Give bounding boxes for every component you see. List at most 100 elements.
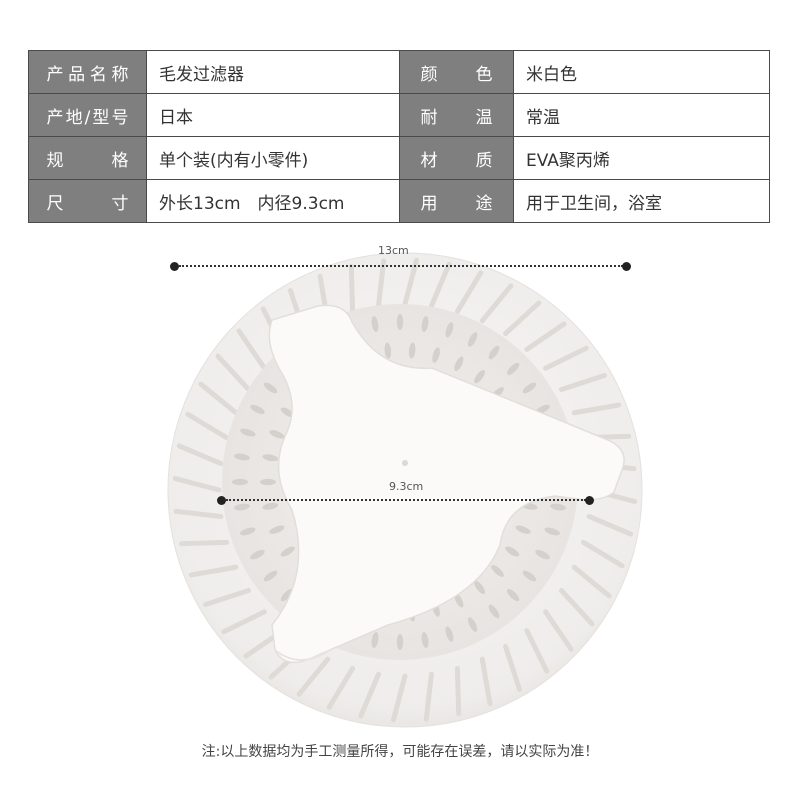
drain-hole <box>474 369 486 384</box>
ridge <box>215 353 252 392</box>
drain-hole <box>454 592 464 608</box>
drain-hole <box>522 570 537 582</box>
drain-hole <box>468 617 478 632</box>
drain-hole <box>474 580 486 595</box>
spec-row: 产品名称 毛发过滤器 颜色 米白色 <box>28 50 770 94</box>
drain-hole <box>396 634 404 650</box>
ridge <box>524 628 550 674</box>
ridge <box>454 665 462 717</box>
spec-label: 材质 <box>399 136 514 180</box>
drain-hole <box>371 316 379 332</box>
ridge <box>586 513 634 537</box>
cap-center-pin <box>402 460 408 466</box>
ridge <box>543 609 574 652</box>
ridge <box>571 564 612 599</box>
drain-hole <box>505 546 520 557</box>
drain-hole <box>488 345 500 360</box>
drain-hole <box>240 527 256 536</box>
spec-row: 规格 单个装(内有小零件) 材质 EVA聚丙烯 <box>28 136 770 180</box>
drain-hole <box>507 589 520 602</box>
spec-value: 日本 <box>146 93 400 137</box>
drain-hole <box>544 527 560 536</box>
disclaimer-note: 注:以上数据均为手工测量所得，可能存在误差，请以实际为准！ <box>201 744 599 760</box>
ridge <box>221 609 267 635</box>
filter-cap-shadow <box>274 649 331 661</box>
drain-hole <box>515 525 531 534</box>
drain-hole <box>269 525 285 534</box>
ridge <box>454 270 484 315</box>
ridge <box>479 656 493 707</box>
ridge <box>188 564 239 578</box>
spec-label: 产品名称 <box>28 50 147 94</box>
spec-label: 产地/型号 <box>28 93 147 137</box>
drain-hole <box>468 332 478 347</box>
ridge <box>172 476 222 493</box>
drain-hole <box>234 503 250 511</box>
ridge <box>580 539 625 569</box>
ridge <box>503 643 523 692</box>
drain-hole <box>454 356 464 372</box>
filter-cap <box>268 304 625 664</box>
outer-dim-line <box>179 265 623 267</box>
ridge <box>428 261 452 309</box>
ridge <box>173 508 224 519</box>
drain-hole <box>408 342 416 359</box>
ridge <box>348 263 356 315</box>
inner-dim-right-dot <box>585 496 594 505</box>
ridge <box>391 673 408 723</box>
outer-dim-left-dot <box>170 262 179 271</box>
ridge <box>176 443 224 467</box>
spec-value: EVA聚丙烯 <box>513 136 770 180</box>
drain-hole <box>262 454 279 462</box>
spec-value: 用于卫生间，浴室 <box>513 179 770 223</box>
ridge <box>203 588 252 608</box>
drain-hole <box>269 430 285 439</box>
drain-hole <box>384 342 392 359</box>
spec-table: 产品名称 毛发过滤器 颜色 米白色 产地/型号 日本 耐温 常温 规格 单个装(… <box>28 50 770 223</box>
spec-label: 用途 <box>399 179 514 223</box>
drain-hole <box>396 314 404 330</box>
ridge <box>423 671 434 722</box>
drain-hole <box>507 362 520 375</box>
drain-hole <box>240 428 256 437</box>
inner-dim-left-dot <box>217 496 226 505</box>
drain-hole <box>280 589 293 602</box>
spec-row: 尺寸 外长13cm 内径9.3cm 用途 用于卫生间，浴室 <box>28 179 770 223</box>
drain-hole <box>371 632 379 648</box>
ridge <box>178 539 230 547</box>
spec-value: 单个装(内有小零件) <box>146 136 400 180</box>
ridge <box>296 656 331 697</box>
drain-hole <box>421 632 429 648</box>
drain-hole <box>535 550 550 560</box>
ridge <box>524 321 567 352</box>
ridge <box>571 402 622 416</box>
ridge <box>543 345 589 371</box>
ridge <box>376 258 387 309</box>
ridge <box>358 671 382 719</box>
ridge <box>558 372 607 392</box>
spec-value: 外长13cm 内径9.3cm <box>146 179 400 223</box>
drain-hole <box>260 478 276 486</box>
drain-hole <box>250 404 265 414</box>
drain-hole <box>445 626 454 642</box>
ridge <box>198 381 239 416</box>
ridge <box>503 300 542 337</box>
drain-hole <box>234 453 250 461</box>
ridge <box>402 257 419 307</box>
spec-value: 米白色 <box>513 50 770 94</box>
drain-hole <box>280 546 295 557</box>
spec-label: 规格 <box>28 136 147 180</box>
ridge <box>185 411 230 441</box>
drain-hole <box>488 604 500 619</box>
ridge <box>558 588 595 627</box>
spec-row: 产地/型号 日本 耐温 常温 <box>28 93 770 137</box>
drain-hole <box>250 550 265 560</box>
inner-dim-label: 9.3cm <box>389 480 424 493</box>
drain-hole <box>232 478 248 486</box>
outer-dim-right-dot <box>622 262 631 271</box>
outer-dim-label: 13cm <box>378 244 409 257</box>
drain-hole <box>491 565 504 577</box>
ridge <box>479 283 514 324</box>
drain-hole <box>432 347 440 363</box>
drain-hole <box>421 316 429 332</box>
